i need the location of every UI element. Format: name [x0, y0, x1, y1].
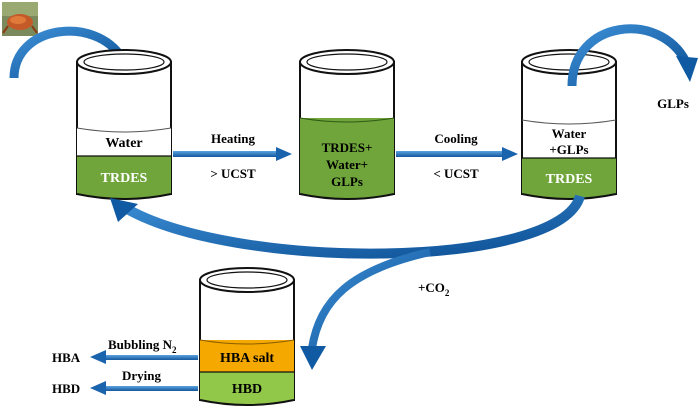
heating-arrow: Heating > UCST: [173, 131, 292, 181]
beaker-trdes-water-glps: TRDES+ Water+ GLPs: [299, 49, 395, 200]
beaker2-line1: TRDES+: [322, 140, 373, 155]
beaker2-line2: Water+: [326, 157, 368, 172]
hba-output-arrow: HBA Bubbling N2: [52, 337, 198, 365]
heating-label: Heating: [211, 131, 256, 146]
hbd-layer: [200, 372, 294, 400]
crab-photo-icon: [2, 2, 38, 36]
hbd-label: HBD: [52, 381, 80, 396]
beaker4-bottom-label: HBD: [232, 382, 262, 397]
beaker2-line3: GLPs: [331, 174, 363, 189]
recycle-arrow: [110, 194, 585, 259]
water-layer: [77, 128, 171, 156]
trdes-layer: [77, 156, 171, 194]
mixed-layer: [300, 118, 394, 194]
hba-label: HBA: [52, 350, 81, 365]
beaker3-bottom-label: TRDES: [546, 172, 593, 187]
cooling-label: Cooling: [434, 131, 478, 146]
cooling-arrow: Cooling < UCST: [396, 131, 518, 181]
heating-condition: > UCST: [210, 166, 256, 181]
trdes-layer: [522, 158, 616, 194]
beaker-water-trdes: Water TRDES: [76, 49, 172, 200]
beaker3-line2: +GLPs: [549, 142, 588, 157]
glps-output-arrow: GLPs: [567, 24, 698, 111]
drying-label: Drying: [122, 368, 162, 383]
cooling-condition: < UCST: [433, 166, 479, 181]
beaker4-top-label: HBA salt: [220, 351, 274, 366]
hba-salt-layer: [200, 340, 294, 372]
beaker1-bottom-label: TRDES: [101, 171, 148, 186]
beaker-hba-salt-hbd: HBA salt HBD: [199, 267, 295, 406]
co2-label: +CO2: [418, 280, 450, 298]
hbd-output-arrow: HBD Drying: [52, 368, 198, 396]
glps-label: GLPs: [657, 96, 689, 111]
beaker1-top-label: Water: [105, 136, 142, 151]
co2-arrow: +CO2: [300, 248, 450, 370]
bubbling-label: Bubbling N2: [108, 337, 177, 355]
beaker3-line1: Water: [552, 126, 587, 141]
